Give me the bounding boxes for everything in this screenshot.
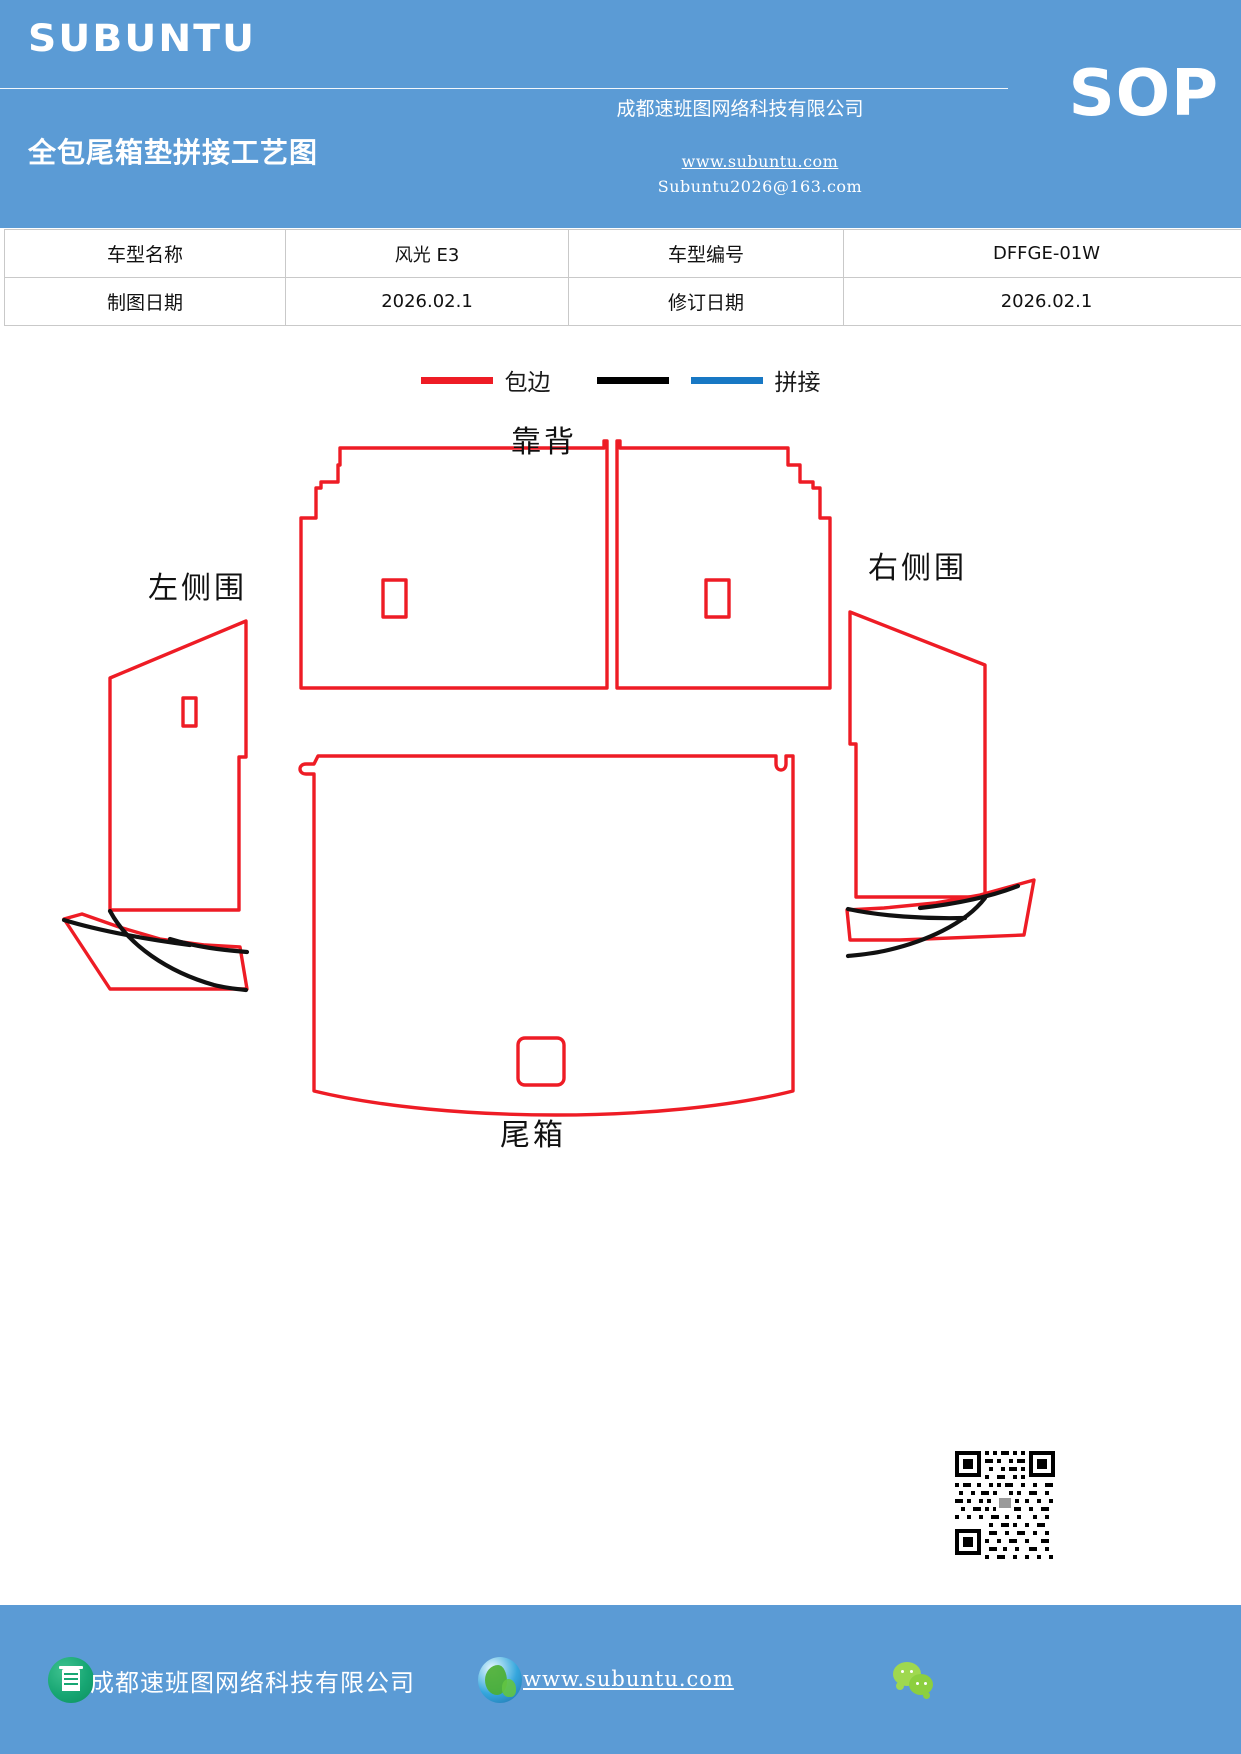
header-company-name: 成都速班图网络科技有限公司 bbox=[616, 98, 864, 120]
qr-code bbox=[946, 1437, 1064, 1569]
backrest-right-outline bbox=[615, 439, 832, 690]
left-side-outline bbox=[108, 619, 248, 912]
cell-model-code-label: 车型编号 bbox=[568, 229, 844, 278]
technical-drawing: 靠背 左侧围 右侧围 尾箱 bbox=[0, 400, 1241, 1190]
legend: 包边 拼接 bbox=[0, 360, 1241, 400]
header-email: Subuntu2026@163.com bbox=[657, 177, 863, 196]
backrest-left-outline bbox=[299, 439, 609, 690]
globe-icon bbox=[478, 1657, 522, 1703]
part-label-trunk: 尾箱 bbox=[500, 1118, 566, 1153]
page-header: SUBUNTU 全包尾箱垫拼接工艺图 成都速班图网络科技有限公司 SOP www… bbox=[0, 0, 1241, 228]
right-seam-curve bbox=[845, 895, 988, 959]
cell-draw-date-value: 2026.02.1 bbox=[285, 277, 569, 326]
vehicle-info-table: 车型名称 风光 E3 车型编号 DFFGE-01W 制图日期 2026.02.1… bbox=[4, 229, 1241, 326]
brand-logo: SUBUNTU bbox=[28, 17, 257, 60]
legend-item-binding: 包边 bbox=[420, 363, 551, 397]
part-label-right-side: 右侧围 bbox=[868, 551, 967, 586]
trunk-outline bbox=[298, 754, 795, 1117]
left-side-slot bbox=[181, 696, 198, 728]
wechat-icon bbox=[893, 1662, 939, 1700]
right-lower-wedge-outline bbox=[845, 878, 1036, 942]
company-building-icon bbox=[48, 1657, 94, 1703]
legend-swatch-black-icon bbox=[596, 376, 669, 384]
cell-revise-date-label: 修订日期 bbox=[568, 277, 844, 326]
left-seam-wedge-bottom bbox=[61, 917, 193, 948]
backrest-right-slot bbox=[704, 578, 731, 619]
cell-draw-date-label: 制图日期 bbox=[4, 277, 286, 326]
trunk-slot bbox=[516, 1036, 566, 1087]
part-label-left-side: 左侧围 bbox=[148, 571, 247, 606]
page-footer: 成都速班图网络科技有限公司 www.subuntu.com bbox=[0, 1605, 1241, 1754]
legend-swatch-red-icon bbox=[420, 376, 493, 384]
legend-label-seam: 拼接 bbox=[774, 370, 821, 396]
legend-label-binding: 包边 bbox=[504, 370, 551, 396]
left-seam-wedge-top bbox=[167, 936, 250, 955]
footer-company-name: 成都速班图网络科技有限公司 bbox=[90, 1669, 415, 1697]
table-row: 制图日期 2026.02.1 修订日期 2026.02.1 bbox=[4, 277, 1241, 326]
backrest-left-slot bbox=[381, 578, 408, 619]
cell-model-name-label: 车型名称 bbox=[4, 229, 286, 278]
cell-revise-date-value: 2026.02.1 bbox=[843, 277, 1241, 326]
right-side-outline bbox=[848, 610, 987, 899]
doc-type-badge: SOP bbox=[1068, 57, 1219, 131]
table-row: 车型名称 风光 E3 车型编号 DFFGE-01W bbox=[4, 229, 1241, 278]
page-title: 全包尾箱垫拼接工艺图 bbox=[28, 136, 319, 169]
left-lower-wedge-outline bbox=[62, 912, 249, 991]
parts-outline-svg bbox=[61, 439, 1036, 1117]
right-seam-wedge-bottom bbox=[845, 906, 968, 921]
header-website-link[interactable]: www.subuntu.com bbox=[681, 152, 839, 171]
legend-item-seam: 拼接 bbox=[596, 363, 821, 397]
cell-model-code-value: DFFGE-01W bbox=[843, 229, 1241, 278]
right-seam-wedge-top bbox=[917, 883, 1021, 911]
legend-swatch-blue-icon bbox=[690, 376, 763, 384]
header-divider bbox=[0, 88, 1008, 89]
cell-model-name-value: 风光 E3 bbox=[285, 229, 569, 278]
footer-website-link[interactable]: www.subuntu.com bbox=[523, 1667, 734, 1691]
part-label-backrest: 靠背 bbox=[511, 425, 577, 460]
